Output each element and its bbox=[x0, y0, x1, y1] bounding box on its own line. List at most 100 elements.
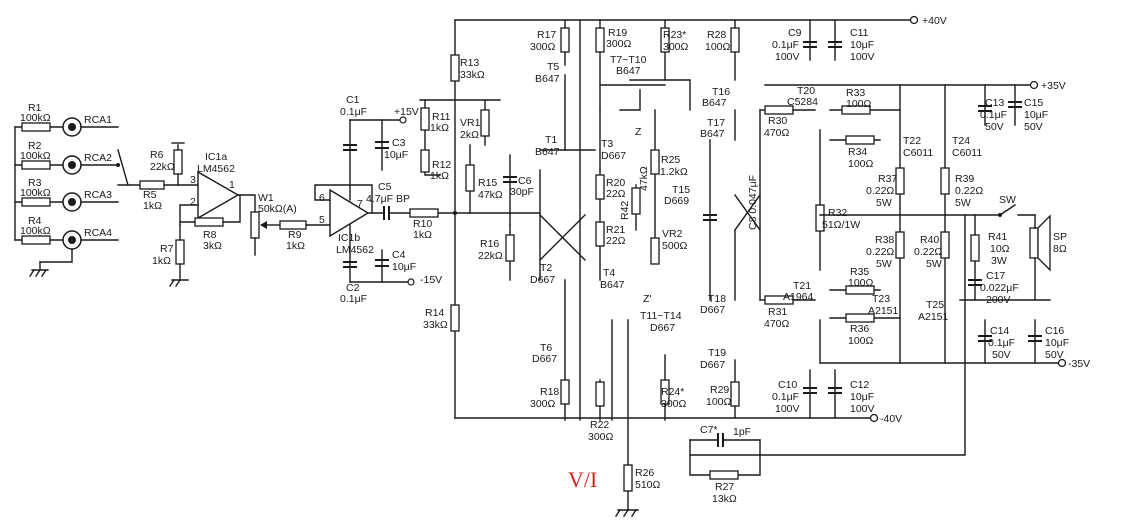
label-R39: R39 bbox=[955, 173, 974, 185]
label-SP: SP bbox=[1053, 231, 1067, 243]
value-C11: 10μF bbox=[850, 39, 874, 51]
volt-C10: 100V bbox=[775, 403, 800, 415]
label-R19: R19 bbox=[608, 27, 627, 39]
label-C12: C12 bbox=[850, 379, 869, 391]
label-R2: R2 bbox=[28, 140, 42, 152]
watt-R37: 5W bbox=[876, 197, 892, 209]
label-W1: W1 bbox=[258, 192, 274, 204]
current-mirror: R23* 300Ω Z R25 1.2kΩ 47kΩ R42 T15 D669 … bbox=[599, 19, 759, 421]
label-R31: R31 bbox=[768, 306, 787, 318]
volt-C14: 50V bbox=[992, 349, 1011, 361]
watt-R39: 5W bbox=[955, 197, 971, 209]
label-R10: R10 bbox=[413, 218, 432, 230]
label-T17: T17 bbox=[707, 117, 725, 129]
rail-pos35: +35V bbox=[1041, 80, 1066, 92]
value-T19: D667 bbox=[700, 359, 725, 371]
value-R6: 22kΩ bbox=[150, 161, 175, 173]
label-R34: R34 bbox=[848, 146, 867, 158]
label-T22: T22 bbox=[903, 135, 921, 147]
label-R28: R28 bbox=[707, 29, 726, 41]
label-R16: R16 bbox=[480, 238, 499, 250]
volt-C12: 100V bbox=[850, 403, 875, 415]
value-C5: 4.7μF BP bbox=[366, 193, 410, 205]
value-R26: 510Ω bbox=[635, 479, 661, 491]
value-R38: 0.22Ω bbox=[866, 246, 894, 258]
value-R37: 0.22Ω bbox=[866, 185, 894, 197]
driver-stage: R28 100Ω T16 B647 T17 B647 T18 D667 T19 … bbox=[689, 19, 966, 505]
value-SP: 8Ω bbox=[1053, 243, 1067, 255]
label-R9: R9 bbox=[288, 229, 302, 241]
label-C1: C1 bbox=[346, 94, 360, 106]
label-R42: R42 bbox=[619, 201, 631, 220]
value-T11: D667 bbox=[650, 322, 675, 334]
label-T1: T1 bbox=[545, 134, 557, 146]
label-R15: R15 bbox=[478, 177, 497, 189]
volt-C13: 50V bbox=[985, 121, 1004, 133]
value-R4: 100kΩ bbox=[20, 225, 51, 237]
value-R9: 1kΩ bbox=[286, 240, 305, 252]
opamp-IC1a: R5 1kΩ R6 22kΩ IC1a LM4562 3 2 1 R7 1kΩ … bbox=[139, 142, 331, 287]
label-R33: R33 bbox=[846, 87, 865, 99]
label-T18: T18 bbox=[708, 293, 726, 305]
label-T6: T6 bbox=[540, 342, 552, 354]
output-stage: R30 470Ω T20 C5284 R31 470Ω T21 A1964 R3… bbox=[759, 84, 1001, 364]
value-T5: B647 bbox=[535, 73, 560, 85]
label-T25: T25 bbox=[926, 299, 944, 311]
value-R10: 1kΩ bbox=[413, 229, 432, 241]
value-R32: 51Ω/1W bbox=[822, 219, 860, 231]
label-T19: T19 bbox=[708, 347, 726, 359]
value-T23: A2151 bbox=[868, 305, 899, 317]
label-T7: T7~T10 bbox=[610, 54, 647, 66]
pin-7: 7 bbox=[357, 198, 363, 210]
label-R38: R38 bbox=[875, 234, 894, 246]
pin-3: 3 bbox=[190, 174, 196, 186]
label-R26: R26 bbox=[635, 467, 654, 479]
label-R32: R32 bbox=[828, 207, 847, 219]
value-T3: D667 bbox=[601, 150, 626, 162]
label-R37: R37 bbox=[878, 173, 897, 185]
watt-R38: 5W bbox=[876, 258, 892, 270]
node-Zp: Z' bbox=[643, 293, 651, 305]
value-C6: 30pF bbox=[510, 186, 534, 198]
value-W1: 50kΩ(A) bbox=[258, 203, 297, 215]
label-R27: R27 bbox=[715, 481, 734, 493]
label-RCA4: RCA4 bbox=[84, 227, 112, 239]
watt-R40: 5W bbox=[926, 258, 942, 270]
zobel-speaker: R41 10Ω 3W C17 0.022μF 200V SW SP 8Ω bbox=[968, 194, 1067, 306]
label-R12: R12 bbox=[432, 159, 451, 171]
value-IC1a: LM4562 bbox=[197, 163, 235, 175]
value-R27: 13kΩ bbox=[712, 493, 737, 505]
node-Z: Z bbox=[635, 126, 642, 138]
label-C5: C5 bbox=[378, 181, 392, 193]
label-R11: R11 bbox=[432, 111, 451, 123]
value-R39: 0.22Ω bbox=[955, 185, 983, 197]
value-VR2: 500Ω bbox=[662, 240, 688, 252]
value-R8: 3kΩ bbox=[203, 240, 222, 252]
value-T2: D667 bbox=[530, 274, 555, 286]
value-R40: 0.22Ω bbox=[914, 246, 942, 258]
value-C7: 1pF bbox=[733, 426, 751, 438]
label-T4: T4 bbox=[603, 267, 615, 279]
label-T23: T23 bbox=[872, 293, 890, 305]
value-C17: 0.022μF bbox=[980, 282, 1019, 294]
label-R20: R20 bbox=[606, 177, 625, 189]
value-T15: D669 bbox=[664, 195, 689, 207]
pin-5: 5 bbox=[319, 214, 325, 226]
label-R3: R3 bbox=[28, 177, 42, 189]
offset-trim: R13 33kΩ R11 1kΩ R12 1kΩ VR1 2kΩ R15 47k… bbox=[419, 54, 534, 332]
watermark-VI: V/I bbox=[568, 467, 597, 492]
value-T17: B647 bbox=[700, 128, 725, 140]
label-T24: T24 bbox=[952, 135, 970, 147]
label-R4: R4 bbox=[28, 215, 42, 227]
label-R18: R18 bbox=[540, 386, 559, 398]
value-R34: 100Ω bbox=[848, 158, 874, 170]
opamp-IC1b: IC1b LM4562 6 5 7 +15V C1 0.1μF C3 10μF … bbox=[314, 94, 541, 305]
rail-pos15: +15V bbox=[394, 106, 419, 118]
label-C16: C16 bbox=[1045, 325, 1064, 337]
value-C14: 0.1μF bbox=[988, 337, 1015, 349]
value-R20: 22Ω bbox=[606, 188, 626, 200]
value-T20: C5284 bbox=[787, 96, 818, 108]
value-R28: 100Ω bbox=[705, 41, 731, 53]
value-C2: 0.1μF bbox=[340, 293, 367, 305]
volt-C15: 50V bbox=[1024, 121, 1043, 133]
